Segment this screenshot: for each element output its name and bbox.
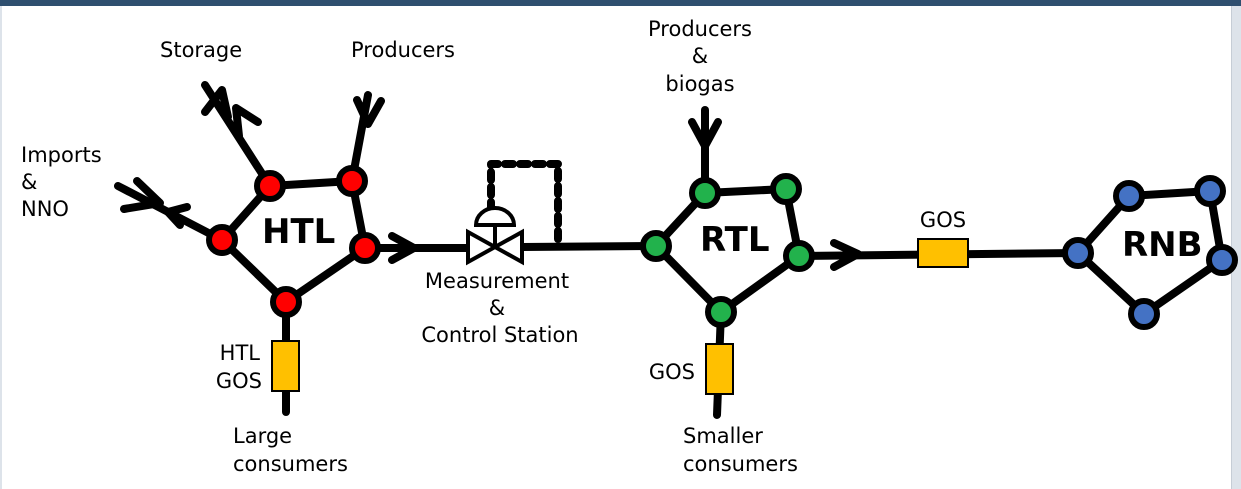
- htl-node: [206, 224, 238, 256]
- rtl-node: [689, 177, 721, 209]
- control-valve-icon: [466, 206, 524, 266]
- rnb-node: [1194, 175, 1226, 207]
- rtl-gos-box: [705, 343, 734, 395]
- rnb-node: [1206, 244, 1238, 276]
- htl-network-label: HTL: [262, 212, 335, 252]
- imports-label-line2: &: [21, 170, 37, 194]
- htl-nodes: [206, 165, 381, 318]
- rnb-nodes: [1062, 175, 1238, 330]
- rtl-nodes: [640, 173, 815, 328]
- smaller-consumers-label-line2: consumers: [683, 452, 798, 476]
- htl-gos-label-line1: HTL: [220, 341, 261, 365]
- large-consumers-label-line2: consumers: [233, 452, 348, 476]
- producers-biogas-label-line2: &: [692, 44, 708, 68]
- rnb-network-label: RNB: [1122, 225, 1203, 265]
- htl-node: [336, 165, 368, 197]
- htl-node: [254, 170, 286, 202]
- flow-arrows: [120, 86, 862, 271]
- rnb-node: [1113, 180, 1145, 212]
- window-left-border: [0, 6, 2, 489]
- rtl-node: [705, 296, 737, 328]
- mcs-label-line1: Measurement: [425, 269, 569, 293]
- htl-gos-box: [271, 340, 300, 392]
- producers-htl-label: Producers: [351, 38, 455, 62]
- htl-node: [349, 232, 381, 264]
- storage-label: Storage: [160, 38, 242, 62]
- rtl-network-label: RTL: [700, 220, 770, 260]
- imports-label-line3: NNO: [21, 197, 69, 221]
- rnb-node: [1062, 237, 1094, 269]
- rtl-gos-label: GOS: [649, 360, 695, 384]
- mcs-label-line3: Control Station: [421, 323, 578, 347]
- smaller-consumers-label-line1: Smaller: [683, 424, 763, 448]
- large-consumers-label-line1: Large: [233, 424, 292, 448]
- rtl-node: [783, 240, 815, 272]
- producers-biogas-label-line3: biogas: [665, 72, 734, 96]
- htl-gos-label-line2: GOS: [216, 369, 262, 393]
- window-top-border: [0, 0, 1241, 6]
- control-signal-line: [487, 160, 562, 248]
- htl-node: [270, 286, 302, 318]
- rnb-node: [1128, 298, 1160, 330]
- rnb-gos-box: [917, 238, 969, 268]
- rtl-node: [640, 230, 672, 262]
- imports-label-line1: Imports: [21, 143, 102, 167]
- rtl-node: [770, 173, 802, 205]
- mcs-label-line2: &: [489, 296, 505, 320]
- producers-biogas-label-line1: Producers: [648, 17, 752, 41]
- rnb-gos-label: GOS: [920, 208, 966, 232]
